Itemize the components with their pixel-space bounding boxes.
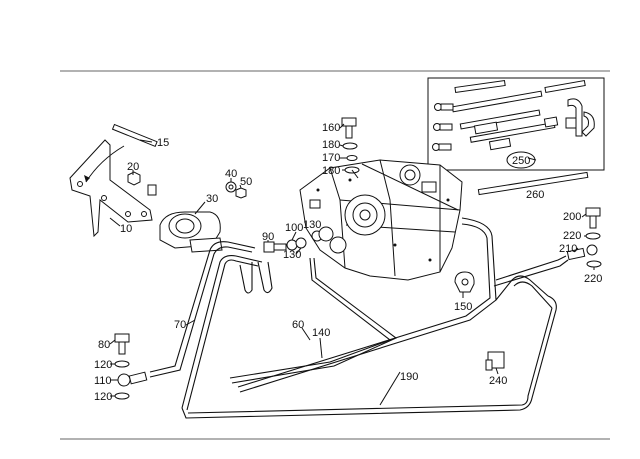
callout-10: 10 — [120, 223, 132, 235]
callout-150: 150 — [454, 301, 472, 313]
callout-140: 140 — [312, 327, 330, 339]
callout-40: 40 — [225, 168, 237, 180]
callout-110: 110 — [94, 375, 112, 387]
callout-70: 70 — [174, 319, 186, 331]
callout-80: 80 — [98, 339, 110, 351]
callout-labels: 15 20 10 30 40 50 160 180 170 180 250 26… — [94, 122, 602, 403]
callout-100: 100 — [285, 222, 303, 234]
rod-15 — [111, 123, 158, 148]
block-240 — [485, 351, 505, 371]
callout-120a: 120 — [94, 359, 112, 371]
bracket-10 — [69, 139, 153, 238]
callout-120b: 120 — [94, 391, 112, 403]
fitting-110 — [117, 371, 148, 387]
bolt-160 — [341, 117, 357, 139]
washer-40-hole — [228, 184, 234, 190]
nut-50 — [235, 187, 247, 199]
callout-160: 160 — [322, 122, 340, 134]
leader-lines — [109, 123, 595, 406]
bolt-200 — [585, 207, 601, 229]
callout-240: 240 — [489, 375, 507, 387]
callout-30: 30 — [206, 193, 218, 205]
callout-50: 50 — [240, 176, 252, 188]
washer-120a — [114, 360, 130, 368]
washer-220a — [585, 232, 601, 240]
banjo-90 — [263, 241, 287, 253]
washer-120b — [114, 392, 130, 400]
callout-20: 20 — [127, 161, 139, 173]
nut-20 — [127, 171, 141, 186]
washer-220b — [586, 260, 602, 268]
engine-mount-30 — [159, 211, 223, 253]
callout-190: 190 — [400, 371, 418, 383]
callout-220a: 220 — [563, 230, 581, 242]
oil-lines — [149, 217, 569, 419]
fitting-210 — [566, 244, 598, 261]
callout-130b: 130 — [283, 249, 301, 261]
seal-170 — [346, 155, 358, 161]
callout-90: 90 — [262, 231, 274, 243]
hose-kit-inset — [427, 77, 605, 171]
callout-250: 250 — [512, 155, 530, 167]
callout-200: 200 — [563, 211, 581, 223]
callout-220b: 220 — [584, 273, 602, 285]
bolt-80 — [114, 333, 130, 355]
fitting-130 — [318, 226, 334, 242]
washer-180a — [342, 142, 358, 150]
bolt-10b — [147, 184, 157, 196]
rod-260 — [477, 171, 589, 196]
callout-180a: 180 — [322, 139, 340, 151]
callout-250-circle — [506, 151, 536, 169]
callout-130a: 130 — [303, 219, 321, 231]
transfer-case — [299, 159, 463, 281]
callout-170: 170 — [322, 152, 340, 164]
callout-210: 210 — [559, 243, 577, 255]
clip-150 — [454, 271, 475, 293]
washer-130a — [295, 237, 307, 249]
callout-60: 60 — [292, 319, 304, 331]
callout-15: 15 — [157, 137, 169, 149]
callout-260: 260 — [526, 189, 544, 201]
callout-180b: 180 — [322, 165, 340, 177]
